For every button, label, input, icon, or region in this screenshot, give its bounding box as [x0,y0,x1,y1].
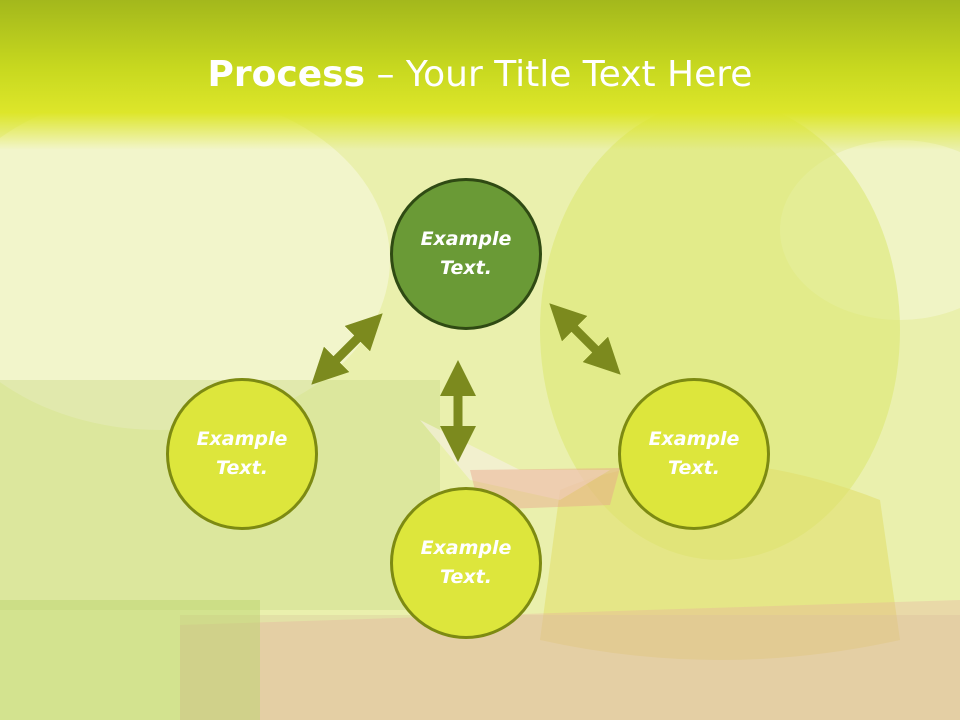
slide-title: Process – Your Title Text Here [0,50,960,100]
node-top[interactable]: Example Text. [390,178,542,330]
title-rest: – Your Title Text Here [365,54,753,95]
node-bottom[interactable]: Example Text. [390,487,542,639]
node-bottom-text: Example Text. [420,537,512,588]
node-right[interactable]: Example Text. [618,378,770,530]
node-right-text: Example Text. [648,428,740,479]
arrow-left-to-center [311,313,383,385]
title-band [0,0,960,150]
node-left-text: Example Text. [196,428,288,479]
arrow-right-to-center [549,303,621,375]
node-left[interactable]: Example Text. [166,378,318,530]
node-top-text: Example Text. [420,228,512,279]
title-bold: Process [207,54,366,95]
